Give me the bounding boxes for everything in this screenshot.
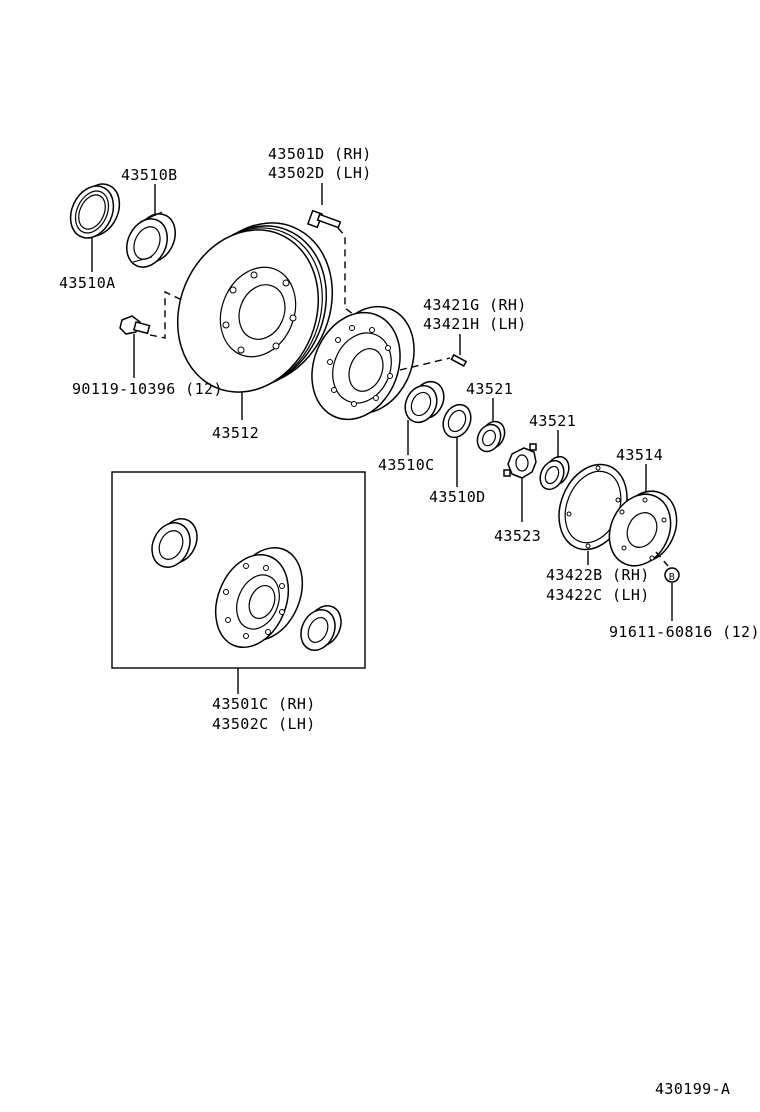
knuckle-pin-43421g [450,353,468,367]
label-90119: 90119-10396 (12) [72,380,223,398]
reference-b-marker [664,567,680,583]
label-43502d: 43502D (LH) [268,164,372,182]
bearing-43510c [404,380,445,424]
label-43501d: 43501D (RH) [268,145,372,163]
label-43514: 43514 [616,446,663,464]
label-43502c: 43502C (LH) [212,715,316,733]
label-43422c: 43422C (LH) [546,586,650,604]
label-43422b: 43422B (RH) [546,566,650,584]
ring-43510d [442,403,472,439]
label-43523: 43523 [494,527,541,545]
axle-hub [311,305,415,421]
label-43421h: 43421H (LH) [423,315,527,333]
assembly-bearing [300,605,342,651]
label-43510b: 43510B [121,166,178,184]
reference-b-letter: B [669,572,675,583]
label-43510a: 43510A [59,274,116,292]
oil-seal-43510a [69,183,121,239]
dashed-guide-flange [655,551,669,567]
label-43521-second: 43521 [529,412,576,430]
dashed-guide-pin [399,357,451,371]
assembly-hub [214,546,304,649]
hub-bolt-43501d [306,209,342,229]
label-91611: 91611-60816 (12) [609,623,760,641]
label-43510d: 43510D [429,488,486,506]
bearing-43510b [126,211,176,268]
nut-43521-second [539,455,570,491]
flange-43514 [608,490,678,567]
label-43421g: 43421G (RH) [423,296,527,314]
bolt-90119 [119,315,151,335]
dashed-guide-bolt [149,290,183,339]
nut-43521-first [476,420,506,453]
label-43521-first: 43521 [466,380,513,398]
lock-washer-43523 [503,443,537,479]
assembly-oil-seal [151,518,198,568]
figure-id: 430199-A [655,1080,730,1098]
brake-disc-43512 [176,222,334,393]
label-43512: 43512 [212,424,259,442]
dashed-guide-hub-bolt [337,227,359,319]
label-43501c: 43501C (RH) [212,695,316,713]
label-43510c: 43510C [378,456,435,474]
